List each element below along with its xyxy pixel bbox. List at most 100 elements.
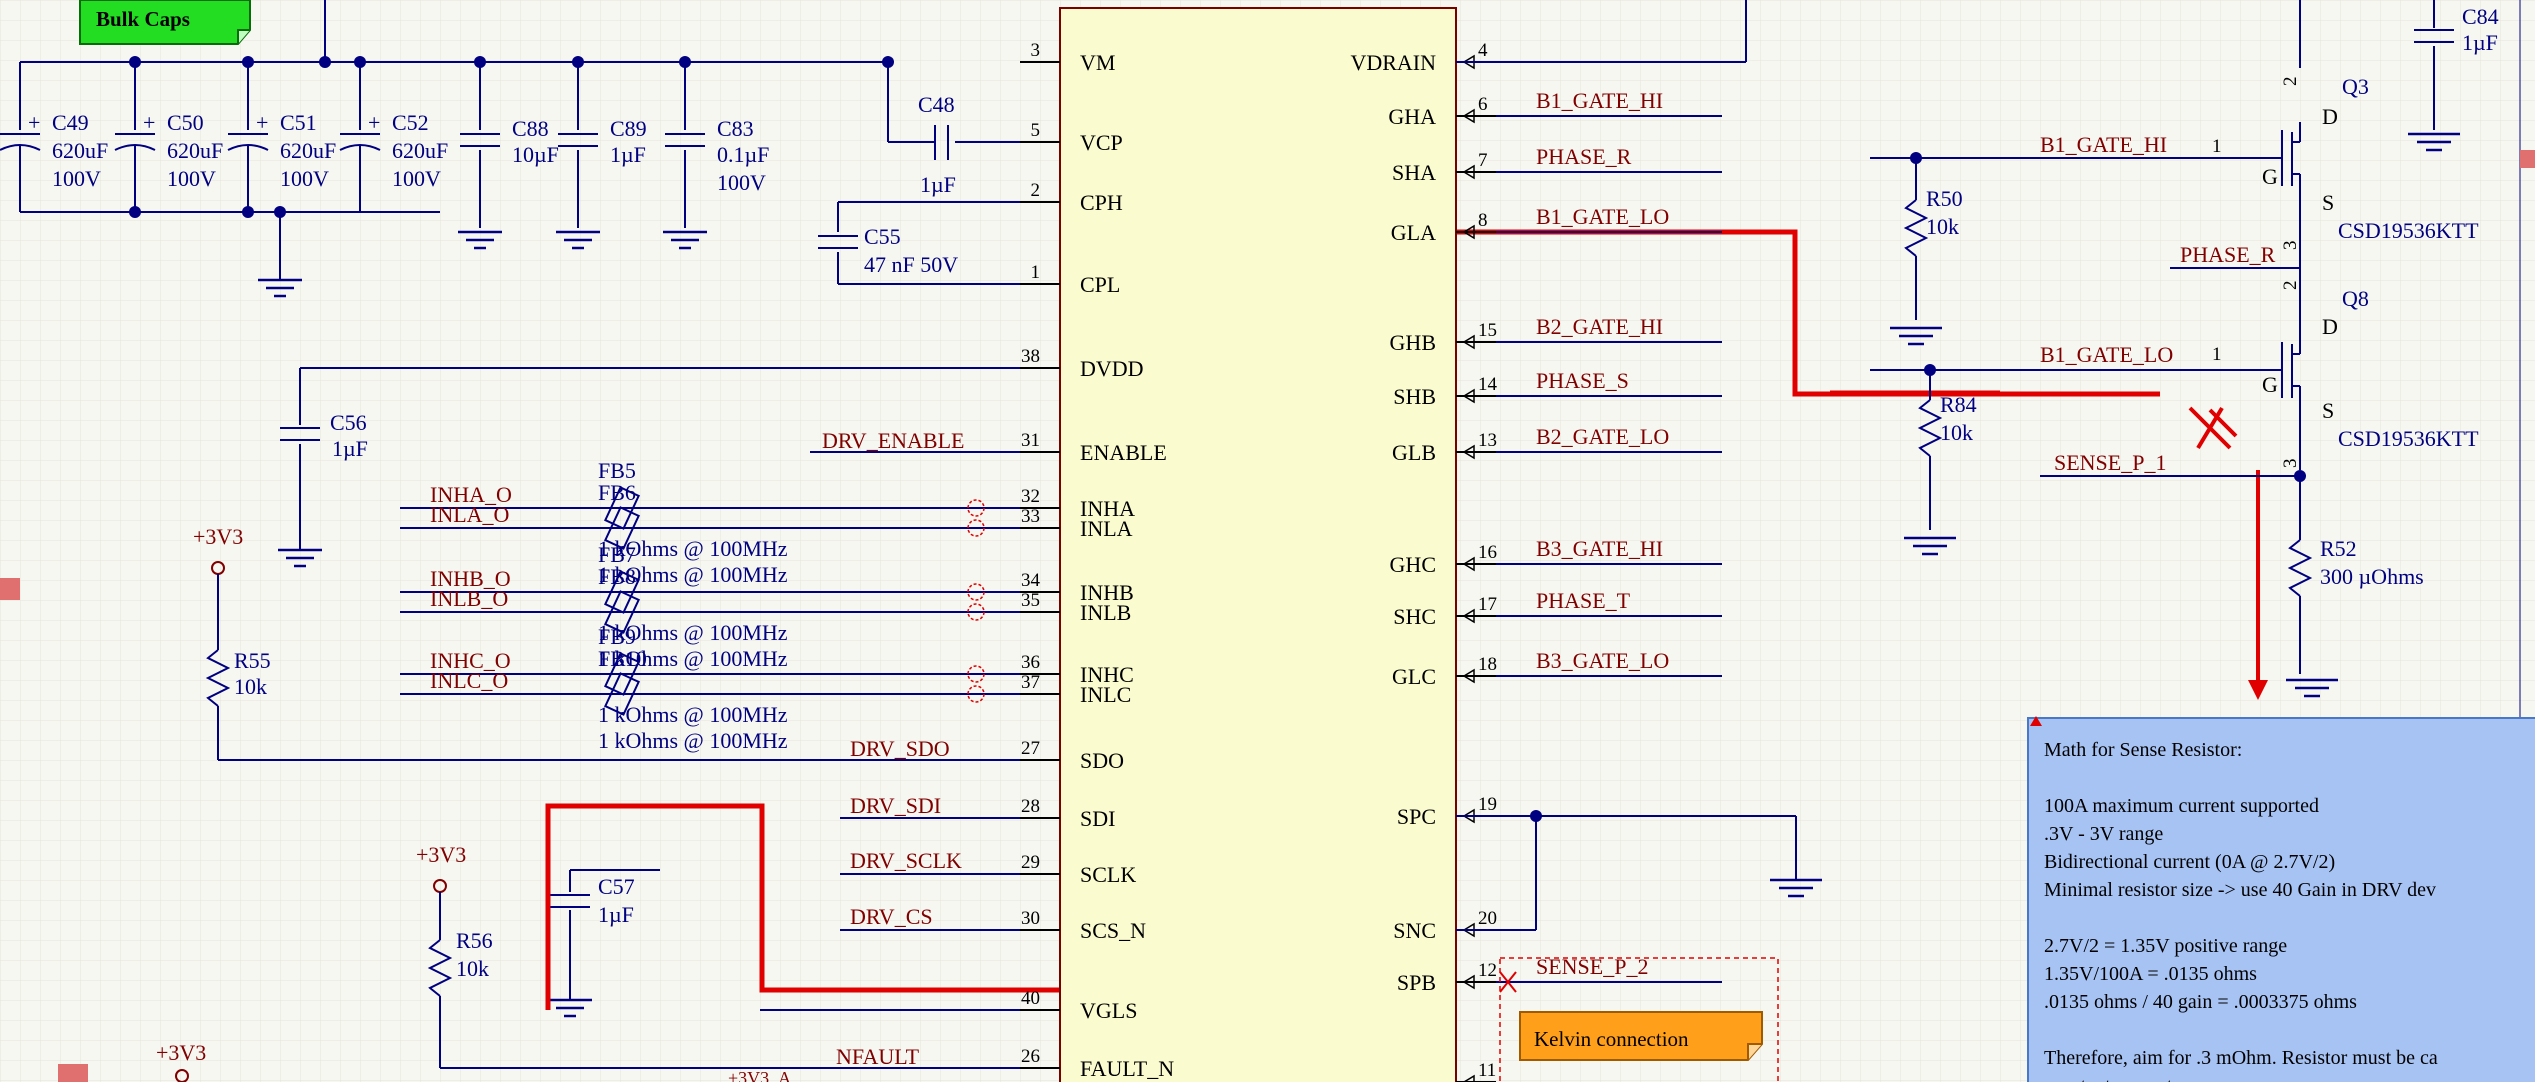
ic-pin-number: 36 xyxy=(1021,652,1040,673)
ic-pin-name: GHC xyxy=(1390,552,1436,577)
ic-pin-name: SCLK xyxy=(1080,862,1136,887)
ic-pin-name: CPL xyxy=(1080,272,1120,297)
ferrite-value: 1 kOhms @ 100MHz xyxy=(598,702,788,727)
c48-value: 1µF xyxy=(920,172,956,197)
input-ferrite-group: INHA_OINLA_OINHB_OINLB_OINHC_OINLC_OFB5F… xyxy=(400,458,1060,753)
input-net-label: INLA_O xyxy=(430,502,509,527)
plus3v3-label-2: +3V3 xyxy=(416,842,466,867)
ferrite-value: 1 kOhms @ 100MHz xyxy=(598,536,788,561)
right-net-label: B1_GATE_HI xyxy=(1536,88,1663,113)
ic-pin-number: 34 xyxy=(1021,570,1041,591)
input-net-label: INLB_O xyxy=(430,586,508,611)
note-line: Bidirectional current (0A @ 2.7V/2) xyxy=(2044,851,2335,873)
q3-pin3: 3 xyxy=(2280,241,2301,251)
c84-ref: C84 xyxy=(2462,4,2499,29)
input-net-label: INHC_O xyxy=(430,648,511,673)
ic-pin-name: VDRAIN xyxy=(1350,50,1436,75)
r84-value: 10k xyxy=(1940,420,1973,445)
polarity-plus: + xyxy=(143,110,155,135)
ic-pin-number: 4 xyxy=(1478,40,1488,61)
ic-pin-number: 30 xyxy=(1021,908,1040,929)
input-net-label: INHB_O xyxy=(430,566,511,591)
ic-pin-number: 11 xyxy=(1478,1060,1496,1081)
ferrite-ref: FB5 xyxy=(598,458,636,483)
net-drv-cs: DRV_CS xyxy=(850,904,933,929)
bulk-cap-ref: C51 xyxy=(280,110,317,135)
ic-pin-number: 14 xyxy=(1478,374,1498,395)
ic-pin-number: 19 xyxy=(1478,794,1497,815)
ic-pin-number: 1 xyxy=(1031,262,1041,283)
ic-pin-name: SHB xyxy=(1393,384,1436,409)
bulk-cap-voltage: 100V xyxy=(52,166,101,191)
ic-pin-number: 5 xyxy=(1031,120,1041,141)
ic-pin-name: SHA xyxy=(1392,160,1436,185)
q8-pin-d: D xyxy=(2322,314,2338,339)
polarity-plus: + xyxy=(368,110,380,135)
c57-ref: C57 xyxy=(598,874,635,899)
ic-pin-name: INHB xyxy=(1080,580,1134,605)
right-net-label: PHASE_S xyxy=(1536,368,1629,393)
note-line: Math for Sense Resistor: xyxy=(2044,739,2242,761)
c55-value: 47 nF 50V xyxy=(864,252,958,277)
ic-pin-number: 7 xyxy=(1478,150,1488,171)
q3-pin-g: G xyxy=(2262,164,2278,189)
bulk-cap-voltage: 100V xyxy=(167,166,216,191)
right-net-label: B3_GATE_LO xyxy=(1536,648,1669,673)
c56-value: 1µF xyxy=(332,436,368,461)
ic-pin-number: 31 xyxy=(1021,430,1040,451)
c55-ref: C55 xyxy=(864,224,901,249)
q3-pin1: 1 xyxy=(2212,136,2222,157)
q3-pin-s: S xyxy=(2322,190,2334,215)
r56-ref: R56 xyxy=(456,928,493,953)
plus3v3-a-label: +3V3_A xyxy=(728,1068,791,1082)
ic-pin-name: SDI xyxy=(1080,806,1115,831)
r52-ref: R52 xyxy=(2320,536,2357,561)
bulk-cap-ref: C50 xyxy=(167,110,204,135)
polarity-plus: + xyxy=(256,110,268,135)
cap-ref: C88 xyxy=(512,116,549,141)
bulk-cap-value: 620uF xyxy=(167,138,223,163)
c56-group: C56 1µF xyxy=(278,367,1060,568)
ic-pin-number: 18 xyxy=(1478,654,1497,675)
polarity-plus: + xyxy=(28,110,40,135)
ferrite-ref: FB6 xyxy=(598,480,636,505)
plus3v3-label-1: +3V3 xyxy=(193,524,243,549)
ferrite-ref: FB7 xyxy=(598,542,636,567)
ic-pin-name: SDO xyxy=(1080,748,1124,773)
q8-gate-net: B1_GATE_LO xyxy=(2040,342,2173,367)
q3-part: CSD19536KTT xyxy=(2338,218,2479,243)
note-line: .3V - 3V range xyxy=(2044,823,2163,845)
corner-marker-2 xyxy=(0,578,20,600)
q8-pin-s: S xyxy=(2322,398,2334,423)
net-nfault: NFAULT xyxy=(836,1044,920,1069)
q8-pin3: 3 xyxy=(2280,459,2301,469)
ic-pin-name: GLC xyxy=(1392,664,1436,689)
r56-c57-group: +3V3 R56 10k C57 1µF +3V3 +3V3_A xyxy=(156,842,1060,1082)
right-gate-nets: B1_GATE_HIPHASE_RB1_GATE_LOB2_GATE_HIPHA… xyxy=(1496,88,1722,993)
cap-ref: C83 xyxy=(717,116,754,141)
bulk-cap-value: 620uF xyxy=(392,138,448,163)
r50-value: 10k xyxy=(1926,214,1959,239)
q3-pin-d: D xyxy=(2322,104,2338,129)
ic-pin-name: FAULT_N xyxy=(1080,1056,1174,1081)
ic-pin-number: 26 xyxy=(1021,1046,1040,1067)
net-drv-sdi: DRV_SDI xyxy=(850,793,941,818)
q3-gate-net: B1_GATE_HI xyxy=(2040,132,2167,157)
power-fet-stage: B1_GATE_HI G D S 1 2 Q3 CSD19536KTT R50 … xyxy=(1870,0,2521,1082)
ic-pin-name: CPH xyxy=(1080,190,1123,215)
phase-r-net: PHASE_R xyxy=(2180,242,2276,267)
ic-pin-number: 35 xyxy=(1021,590,1040,611)
ic-pin-number: 32 xyxy=(1021,486,1040,507)
input-net-label: INLC_O xyxy=(430,668,508,693)
right-net-label: B3_GATE_HI xyxy=(1536,536,1663,561)
note-line: 2.7V/2 = 1.35V positive range xyxy=(2044,935,2287,957)
ic-pin-number: 27 xyxy=(1021,738,1040,759)
r84-ref: R84 xyxy=(1940,392,1977,417)
plus3v3-label-3: +3V3 xyxy=(156,1040,206,1065)
ic-pin-name: GLA xyxy=(1391,220,1436,245)
bulk-caps-tag: Bulk Caps xyxy=(79,0,251,45)
ic-pin-number: 17 xyxy=(1478,594,1497,615)
